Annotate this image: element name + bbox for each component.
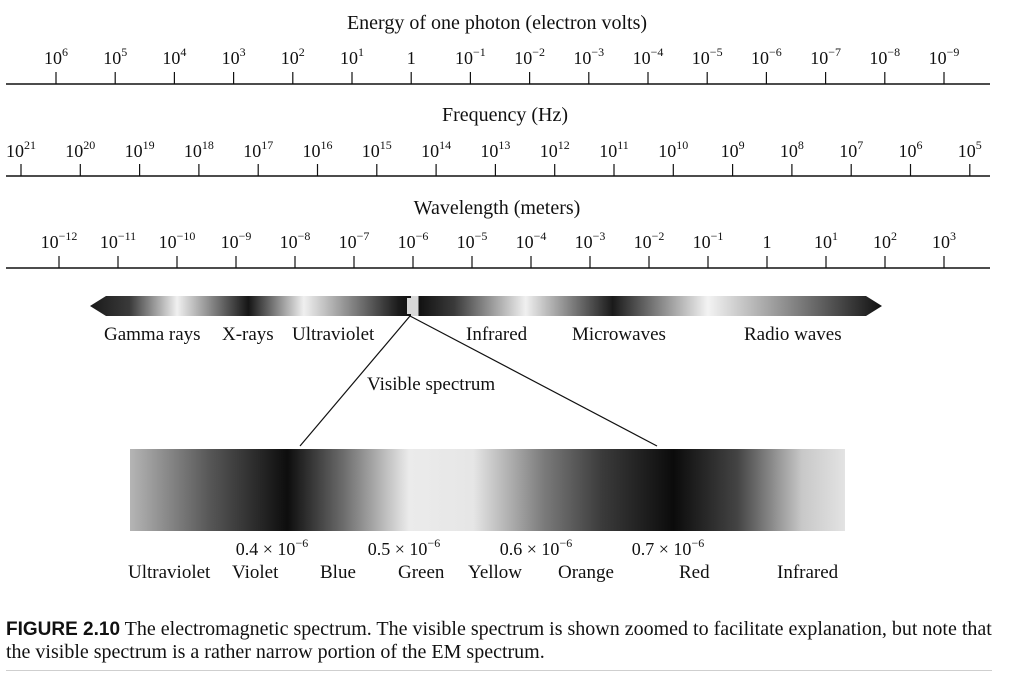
frequency-scale: 1021 1020 1019 1018 1017 1016 1015 1014 1013 1012… bbox=[6, 138, 982, 176]
visible-spectrum-bar bbox=[130, 449, 845, 531]
visible-color-infrared: Infrared bbox=[777, 562, 839, 583]
energy-tick-label: 10−4 bbox=[633, 45, 664, 68]
energy-tick-label: 10−7 bbox=[810, 45, 841, 68]
visible-color-green: Green bbox=[398, 562, 445, 583]
frequency-tick-label: 1021 bbox=[6, 138, 36, 161]
wavelength-tick-label: 10−11 bbox=[100, 229, 136, 252]
spectrum-band-arrow bbox=[90, 296, 882, 316]
energy-tick-label: 10−8 bbox=[869, 45, 900, 68]
visible-color-red: Red bbox=[679, 562, 710, 583]
band-label-infrared: Infrared bbox=[466, 324, 528, 345]
visible-color-blue: Blue bbox=[320, 562, 356, 583]
energy-tick-label: 104 bbox=[162, 45, 186, 68]
wavelength-tick-label: 10−12 bbox=[41, 229, 78, 252]
frequency-tick-label: 1019 bbox=[125, 138, 155, 161]
frequency-tick-label: 1012 bbox=[540, 138, 570, 161]
frequency-tick-label: 105 bbox=[958, 138, 982, 161]
zoom-line-left bbox=[299, 315, 411, 447]
frequency-tick-label: 1014 bbox=[421, 138, 451, 161]
energy-tick-label: 10−6 bbox=[751, 45, 782, 68]
frequency-tick-label: 1011 bbox=[599, 138, 629, 161]
energy-tick-label: 106 bbox=[44, 45, 68, 68]
visible-color-violet: Violet bbox=[232, 562, 279, 583]
visible-wavelength-label: 0.4 × 10−6 bbox=[236, 536, 308, 559]
energy-scale-title: Energy of one photon (electron volts) bbox=[347, 12, 647, 34]
figure-caption: FIGURE 2.10 The electromagnetic spectrum… bbox=[6, 618, 1006, 674]
frequency-tick-label: 107 bbox=[839, 138, 863, 161]
energy-tick-label: 10−5 bbox=[692, 45, 723, 68]
em-spectrum-figure: Energy of one photon (electron volts) 10… bbox=[6, 12, 990, 583]
energy-tick-label: 101 bbox=[340, 45, 364, 68]
frequency-tick-label: 1018 bbox=[184, 138, 214, 161]
caption-divider bbox=[6, 670, 992, 671]
band-label-x-rays: X-rays bbox=[222, 324, 274, 345]
wavelength-scale-title: Wavelength (meters) bbox=[414, 197, 581, 219]
energy-tick-label: 10−9 bbox=[929, 45, 960, 68]
wavelength-tick-label: 10−10 bbox=[159, 229, 196, 252]
frequency-tick-label: 1015 bbox=[362, 138, 392, 161]
visible-wavelength-label: 0.7 × 10−6 bbox=[632, 536, 704, 559]
wavelength-tick-label: 103 bbox=[932, 229, 956, 252]
wavelength-tick-label: 10−1 bbox=[693, 229, 724, 252]
energy-tick-label: 105 bbox=[103, 45, 127, 68]
wavelength-tick-label: 10−6 bbox=[398, 229, 429, 252]
wavelength-tick-label: 10−3 bbox=[575, 229, 606, 252]
visible-spectrum-title: Visible spectrum bbox=[367, 374, 495, 395]
band-label-microwaves: Microwaves bbox=[572, 324, 666, 345]
energy-tick-label: 1 bbox=[407, 48, 416, 68]
frequency-tick-label: 1020 bbox=[65, 138, 95, 161]
energy-tick-label: 10−1 bbox=[455, 45, 486, 68]
band-label-ultraviolet: Ultraviolet bbox=[292, 324, 375, 345]
caption-label: FIGURE 2.10 bbox=[6, 619, 121, 640]
wavelength-tick-label: 10−4 bbox=[516, 229, 547, 252]
wavelength-tick-label: 1 bbox=[763, 232, 772, 252]
wavelength-tick-label: 102 bbox=[873, 229, 897, 252]
energy-tick-label: 103 bbox=[222, 45, 246, 68]
energy-tick-label: 10−3 bbox=[573, 45, 604, 68]
zoom-line-right bbox=[409, 315, 658, 447]
wavelength-tick-label: 10−8 bbox=[280, 229, 311, 252]
energy-tick-label: 102 bbox=[281, 45, 305, 68]
band-label-radio-waves: Radio waves bbox=[744, 324, 842, 345]
wavelength-tick-label: 101 bbox=[814, 229, 838, 252]
visible-color-yellow: Yellow bbox=[468, 562, 522, 583]
wavelength-tick-label: 10−7 bbox=[339, 229, 370, 252]
frequency-tick-label: 106 bbox=[899, 138, 923, 161]
energy-tick-label: 10−2 bbox=[514, 45, 545, 68]
visible-color-ultraviolet: Ultraviolet bbox=[128, 562, 211, 583]
visible-band-marker bbox=[407, 298, 413, 314]
frequency-tick-label: 1016 bbox=[303, 138, 333, 161]
visible-wavelength-marks: 0.4 × 10−6 0.5 × 10−6 0.6 × 10−6 0.7 × 10−6 bbox=[236, 536, 704, 559]
energy-scale: 106 105 104 103 102 101 1 10−1 10−2 10−3 10−4 10−5 1… bbox=[44, 45, 959, 84]
frequency-tick-label: 108 bbox=[780, 138, 804, 161]
wavelength-tick-label: 10−2 bbox=[634, 229, 665, 252]
visible-wavelength-label: 0.5 × 10−6 bbox=[368, 536, 440, 559]
visible-wavelength-label: 0.6 × 10−6 bbox=[500, 536, 572, 559]
wavelength-tick-label: 10−9 bbox=[221, 229, 252, 252]
frequency-scale-title: Frequency (Hz) bbox=[442, 104, 568, 126]
wavelength-tick-label: 10−5 bbox=[457, 229, 488, 252]
caption-text: The electromagnetic spectrum. The visibl… bbox=[6, 618, 992, 663]
frequency-tick-label: 109 bbox=[721, 138, 745, 161]
frequency-tick-label: 1010 bbox=[658, 138, 688, 161]
frequency-tick-label: 1013 bbox=[480, 138, 510, 161]
visible-color-orange: Orange bbox=[558, 562, 614, 583]
frequency-tick-label: 1017 bbox=[243, 138, 273, 161]
band-label-gamma-rays: Gamma rays bbox=[104, 324, 201, 345]
